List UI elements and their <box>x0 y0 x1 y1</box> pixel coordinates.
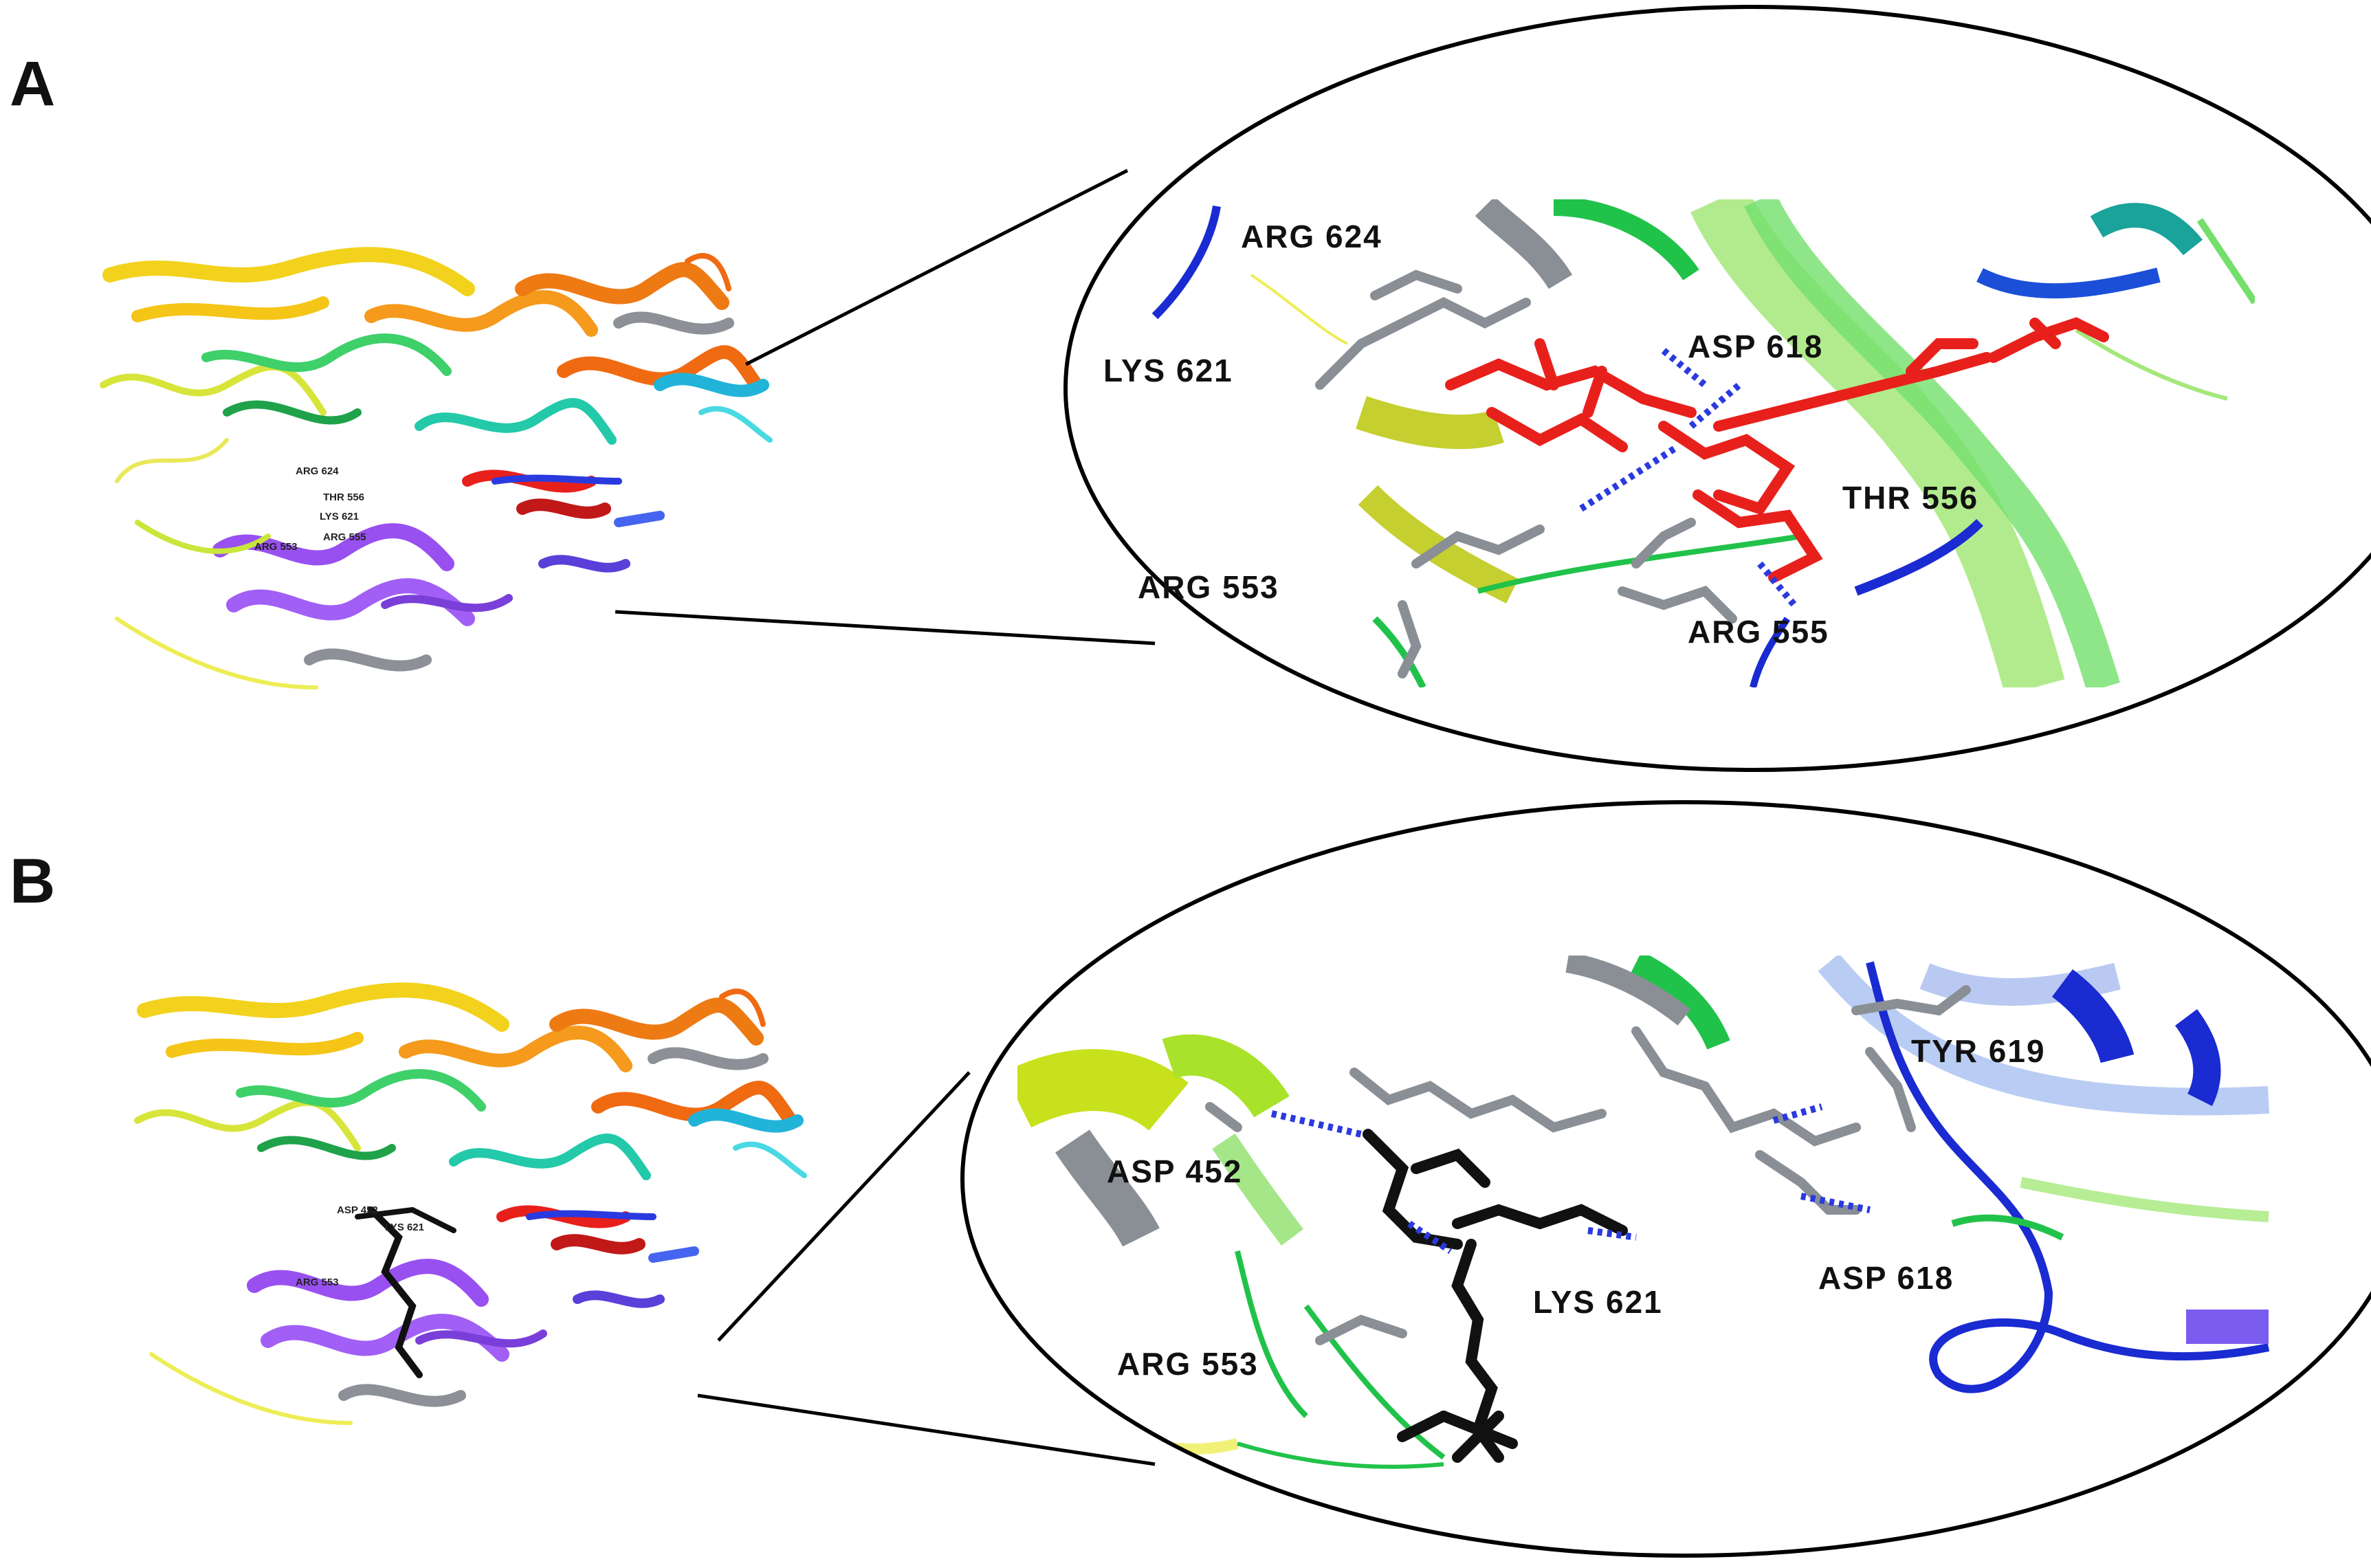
hydrogen-bonds-a <box>1579 348 1797 608</box>
connector-line-lower-b <box>697 1393 1156 1466</box>
panel-a-letter: A <box>10 49 56 119</box>
overview-label: ARG 624 <box>296 465 339 477</box>
protein-overview-b <box>134 982 807 1425</box>
residue-label: ARG 624 <box>1241 219 1382 254</box>
residue-label: LYS 621 <box>1103 353 1233 388</box>
overview-labels-b: ASP 452 LYS 621 ARG 553 <box>296 1204 424 1288</box>
residue-label: THR 556 <box>1842 480 1978 516</box>
zoom-view-b <box>1017 956 2275 1492</box>
connector-line-lower-a <box>615 610 1156 645</box>
zoom-ellipse-a <box>1063 5 2371 772</box>
residue-label: ASP 452 <box>1107 1153 1242 1189</box>
protein-overview-a <box>100 247 773 689</box>
overview-label: THR 556 <box>323 492 364 503</box>
hydrogen-bonds-b <box>1270 1103 1871 1255</box>
ligand-b <box>1363 1129 1628 1463</box>
overview-label: LYS 621 <box>385 1222 424 1233</box>
panel-b-letter: B <box>10 846 56 916</box>
residue-labels-b: TYR 619 ASP 452 LYS 621 ASP 618 ARG 553 <box>1107 1033 2046 1382</box>
connector-line-upper-a <box>745 168 1129 366</box>
residue-label: LYS 621 <box>1533 1284 1663 1320</box>
residue-labels-a: ARG 624 LYS 621 ASP 618 THR 556 ARG 553 … <box>1103 219 1978 650</box>
overview-label: ARG 553 <box>254 541 298 553</box>
zoom-ellipse-b <box>960 800 2371 1558</box>
panel-b: ASP 452 LYS 621 ARG 553 <box>134 800 2371 1558</box>
zoom-view-a <box>1066 199 2255 687</box>
panel-a: ARG 624 THR 556 LYS 621 ARG 555 ARG 553 <box>100 5 2371 772</box>
overview-label: ASP 452 <box>337 1204 378 1216</box>
overview-labels-a: ARG 624 THR 556 LYS 621 ARG 555 ARG 553 <box>254 465 366 553</box>
residue-label: ARG 553 <box>1138 569 1279 605</box>
residue-label: ARG 553 <box>1117 1346 1259 1382</box>
overview-label: ARG 555 <box>323 531 366 543</box>
residue-label: ASP 618 <box>1818 1260 1954 1296</box>
residue-label: TYR 619 <box>1911 1033 2046 1069</box>
ligand-a <box>1445 317 2109 583</box>
connector-line-upper-b <box>717 1071 971 1342</box>
overview-label: ARG 553 <box>296 1277 339 1288</box>
residue-label: ARG 555 <box>1688 614 1829 650</box>
overview-label: LYS 621 <box>320 511 359 522</box>
residue-label: ASP 618 <box>1688 329 1823 364</box>
